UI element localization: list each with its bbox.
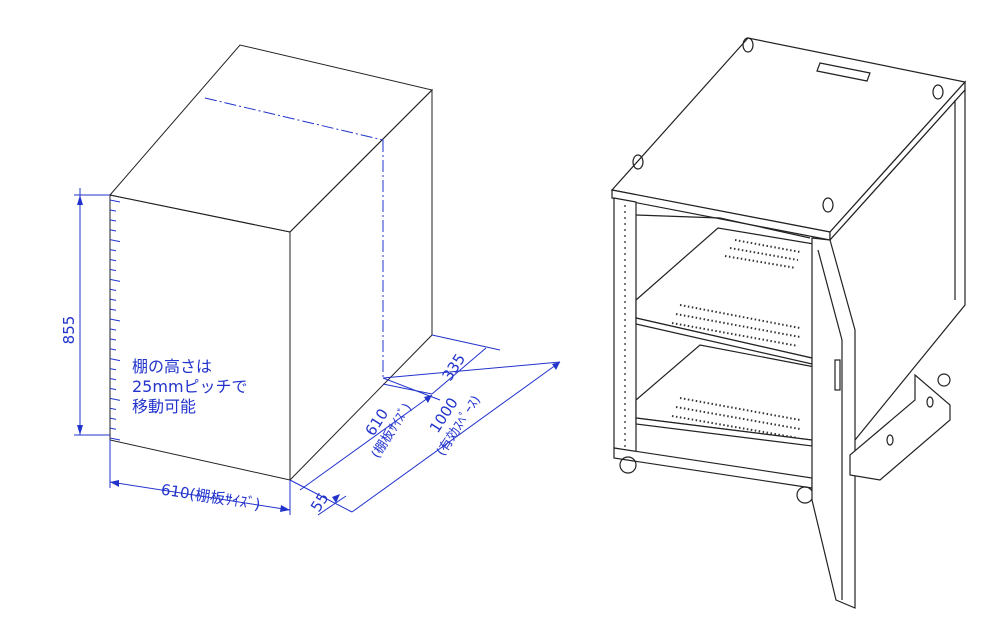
ruler-tick [109, 437, 121, 441]
ruler-tick [109, 308, 117, 311]
ruler-tick [109, 259, 117, 262]
shelf-note-line1: 棚の高さは [132, 357, 212, 376]
ruler-tick [109, 427, 117, 430]
top-vent-slot [816, 62, 871, 82]
ruler-tick [109, 268, 117, 272]
ruler-tick [109, 278, 121, 282]
front-offset-label: 55 [307, 489, 332, 515]
ruler-tick [109, 407, 117, 410]
ruler-tick [109, 219, 117, 222]
ruler-tick [109, 298, 117, 301]
interior-back-top [635, 214, 811, 239]
bracket-hole-icon [886, 434, 894, 446]
arrow-icon [332, 494, 340, 503]
rear-offset-dim-line-2 [431, 347, 487, 395]
depth-ext-rear [382, 361, 561, 379]
arrow-icon [280, 505, 290, 512]
cabinet-isometric-drawing [610, 37, 967, 609]
depth-shelf-dim-line [299, 394, 433, 491]
box-side-face [289, 88, 433, 482]
front-offset-dim-line [317, 495, 347, 516]
rear-offset-dim-line [382, 383, 433, 395]
ruler-tick [109, 417, 117, 420]
ruler-tick [109, 378, 117, 381]
door-inner-edge [817, 249, 843, 341]
arrow-icon [552, 362, 560, 370]
cabinet-base-front [613, 447, 813, 489]
ruler-tick [109, 368, 117, 371]
mounting-bracket [849, 373, 951, 481]
ruler-tick [109, 348, 117, 351]
ruler-tick [109, 318, 121, 322]
ruler-tick [109, 328, 117, 331]
rear-offset-label: 335 [438, 350, 469, 384]
depth-ext-shelf [382, 377, 441, 401]
box-front-face [109, 194, 291, 481]
ruler-tick [109, 199, 121, 203]
height-pitch-ruler [109, 199, 121, 441]
shelf-box-drawing: 855 610(棚板ｻｲｽﾞ) 55 610 (棚板ｻｲｽﾞ) 1000 (有効… [60, 44, 561, 516]
width-label: 610(棚板ｻｲｽﾞ) [160, 480, 262, 513]
depth-ext-front [289, 479, 353, 513]
ruler-tick [109, 397, 121, 401]
eye-bolt-icon [632, 37, 944, 213]
ruler-tick [109, 249, 117, 252]
arrow-icon [77, 425, 83, 435]
ruler-tick [109, 288, 117, 291]
depth-effective-dim-line [351, 361, 561, 513]
ruler-tick [109, 229, 117, 232]
ruler-tick [109, 387, 117, 391]
door-handle-icon [834, 359, 841, 391]
width-dim-line [109, 481, 291, 511]
shelf-note-line3: 移動可能 [132, 397, 196, 416]
shelf-perforations [671, 239, 801, 439]
shelf-note-line2: 25mmピッチで [132, 377, 248, 396]
bracket-hole-icon [926, 396, 934, 408]
cabinet-door [811, 237, 856, 609]
ruler-tick [109, 358, 121, 362]
ruler-tick [109, 338, 117, 341]
depth-ext-rear-top [431, 334, 501, 351]
height-label: 855 [60, 316, 78, 345]
arrow-icon [424, 395, 432, 403]
ruler-tick [109, 239, 121, 243]
ruler-tick [109, 209, 117, 212]
arrow-icon [110, 480, 119, 487]
shelf-ref-line-top [204, 97, 384, 141]
arrow-icon [77, 195, 83, 205]
